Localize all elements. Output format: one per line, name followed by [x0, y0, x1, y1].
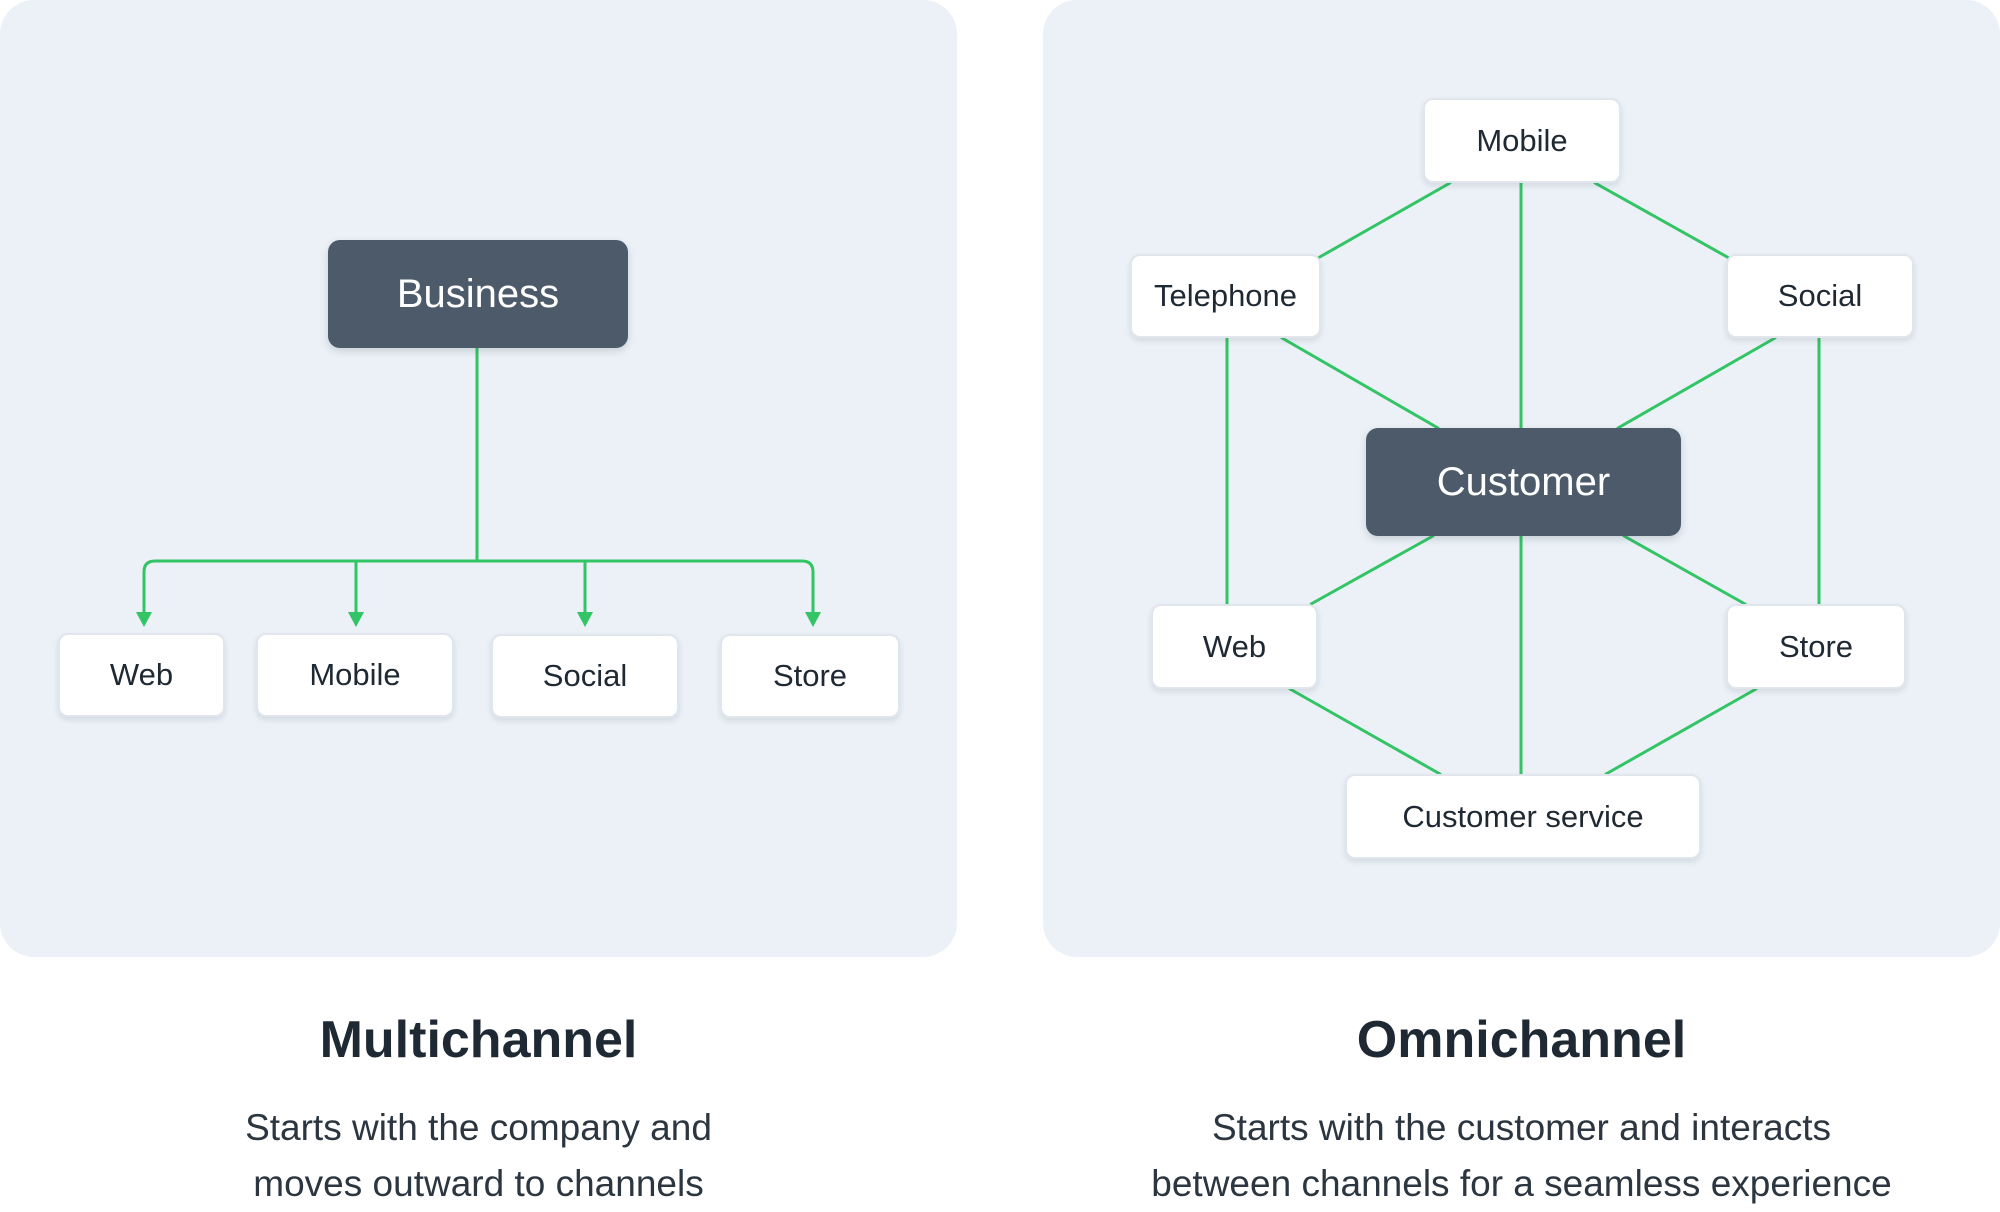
spoke-line-web [1309, 534, 1435, 606]
omni-node-telephone: Telephone [1130, 254, 1321, 338]
arrowhead-web [136, 612, 152, 627]
channel-node-web: Web [58, 633, 225, 717]
arrowhead-social [577, 612, 593, 627]
omnichannel-description: Starts with the customer and interacts b… [1043, 1100, 2000, 1212]
branch-line-web [142, 559, 479, 624]
omni-node-web: Web [1151, 604, 1318, 689]
omnichannel-description-line-2: between channels for a seamless experien… [1151, 1163, 1892, 1204]
multichannel-description: Starts with the company and moves outwar… [0, 1100, 957, 1212]
ring-line-mobile-telephone [1316, 181, 1452, 260]
customer-node: Customer [1366, 428, 1681, 536]
omni-node-social: Social [1726, 254, 1914, 338]
omni-node-mobile: Mobile [1423, 98, 1621, 183]
channel-node-social: Social [491, 634, 679, 718]
ring-line-store-service [1604, 687, 1758, 776]
business-node: Business [328, 240, 628, 348]
ring-line-mobile-social [1593, 181, 1731, 260]
arrowhead-mobile [348, 612, 364, 627]
spoke-line-social [1616, 336, 1777, 430]
channel-node-store: Store [720, 634, 900, 718]
ring-line-web-service [1288, 687, 1442, 776]
omni-node-customer-service: Customer service [1345, 774, 1701, 859]
multichannel-description-line-2: moves outward to channels [253, 1163, 704, 1204]
spoke-line-store [1622, 534, 1747, 606]
branch-line-store [475, 559, 815, 624]
multichannel-description-line-1: Starts with the company and [245, 1107, 712, 1148]
omnichannel-description-line-1: Starts with the customer and interacts [1212, 1107, 1831, 1148]
spoke-line-telephone [1280, 336, 1440, 430]
omni-node-store: Store [1726, 604, 1906, 689]
omnichannel-title: Omnichannel [1356, 1011, 1687, 1069]
channel-node-mobile: Mobile [256, 633, 454, 717]
multichannel-title: Multichannel [319, 1011, 638, 1069]
arrowhead-store [805, 612, 821, 627]
